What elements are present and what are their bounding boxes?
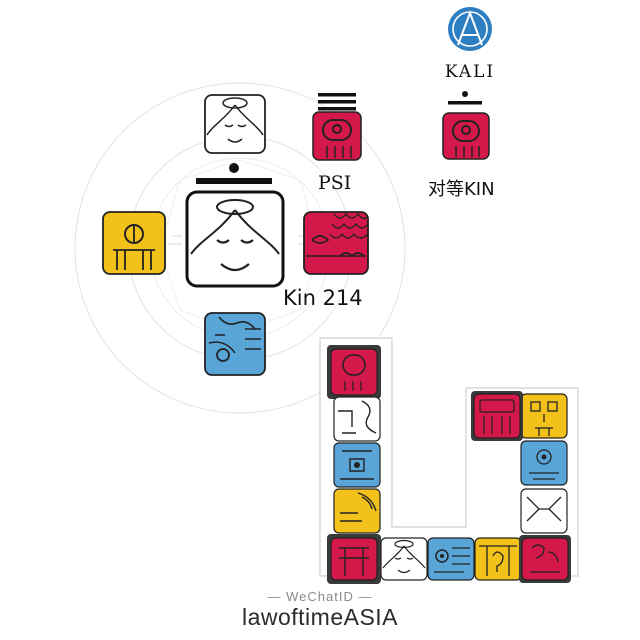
red-skywalker-glyph-icon	[471, 391, 523, 441]
white-wizard-glyph-icon	[204, 94, 266, 154]
analog-kin-label: 对等KIN	[428, 179, 495, 200]
white-worldbridger-glyph-icon	[380, 537, 428, 581]
red-moon-glyph-icon	[442, 112, 490, 160]
white-wizard-glyph-icon	[185, 190, 285, 288]
kali-circle-icon	[448, 7, 492, 51]
psi-label: PSI	[318, 172, 352, 194]
wechat-id-caption: — WeChatID —	[267, 589, 373, 604]
analog-tone-dot-bar	[448, 91, 482, 105]
brand-name: lawoftimeASIA	[241, 604, 399, 630]
yellow-seed-glyph-icon	[333, 488, 381, 534]
blue-hand-glyph-icon	[427, 537, 475, 581]
psi-tone-bars	[318, 93, 356, 111]
yellow-warrior-glyph-icon	[102, 211, 166, 275]
red-moon-glyph-icon	[327, 345, 381, 399]
white-wind-glyph-icon	[333, 396, 381, 442]
red-serpent-glyph-icon	[327, 534, 381, 584]
yellow-star-glyph-icon	[474, 537, 522, 581]
kali-label: KALI	[444, 62, 496, 82]
red-moon-glyph-icon	[312, 111, 362, 161]
wavespell-chain	[327, 345, 571, 584]
red-moon-glyph-icon	[519, 535, 571, 583]
blue-hand-glyph-icon	[204, 312, 266, 376]
blue-night-glyph-icon	[333, 442, 381, 488]
yellow-human-glyph-icon	[520, 393, 568, 439]
kin-tone-dot-bar	[196, 163, 272, 184]
kin-number-label: Kin 214	[283, 286, 363, 310]
white-dog-glyph-icon	[520, 488, 568, 534]
blue-monkey-glyph-icon	[520, 440, 568, 486]
red-earth-glyph-icon	[303, 211, 369, 275]
